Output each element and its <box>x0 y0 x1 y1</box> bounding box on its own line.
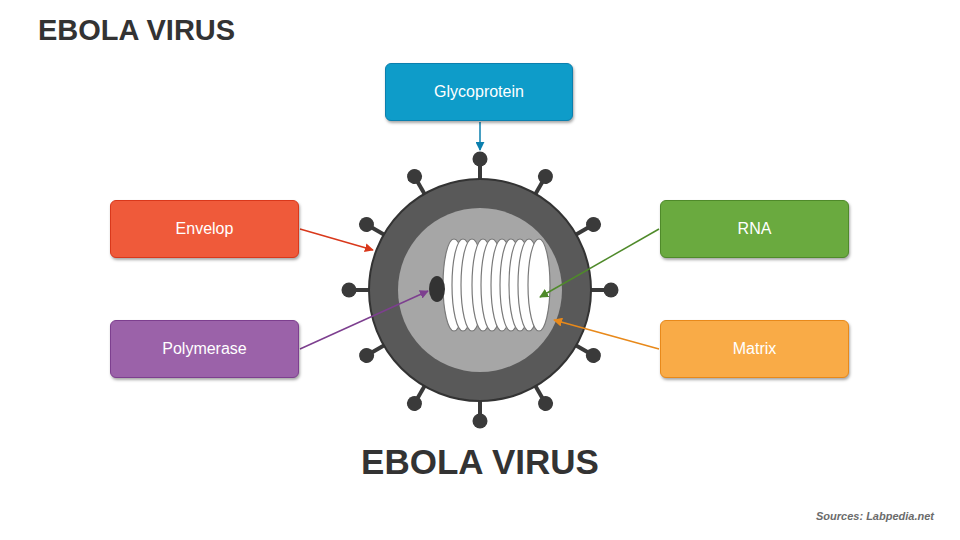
part-name: Glycoprotein <box>434 83 524 101</box>
leader-line <box>300 229 373 250</box>
diagram-caption: EBOLA VIRUS <box>280 442 680 482</box>
part-name: RNA <box>738 220 772 238</box>
label-box: Envelop <box>110 200 299 258</box>
part-name: Envelop <box>176 220 234 238</box>
part-name: Matrix <box>733 340 777 358</box>
virus-matrix <box>398 208 562 372</box>
rna-coil <box>443 239 550 331</box>
virus-envelope <box>369 179 591 401</box>
leader-line <box>554 320 659 349</box>
polymerase-blob <box>429 276 445 302</box>
leader-line <box>540 229 659 297</box>
label-box: RNA <box>660 200 849 258</box>
label-box: Polymerase <box>110 320 299 378</box>
page-title: EBOLA VIRUS <box>38 14 235 47</box>
part-name: Polymerase <box>162 340 246 358</box>
leader-line <box>300 291 428 349</box>
label-box: Matrix <box>660 320 849 378</box>
leader-line <box>479 122 481 150</box>
source-note: Sources: Labpedia.net <box>816 510 934 522</box>
label-box: Glycoprotein <box>385 63 573 121</box>
virus-spikes <box>342 152 619 429</box>
